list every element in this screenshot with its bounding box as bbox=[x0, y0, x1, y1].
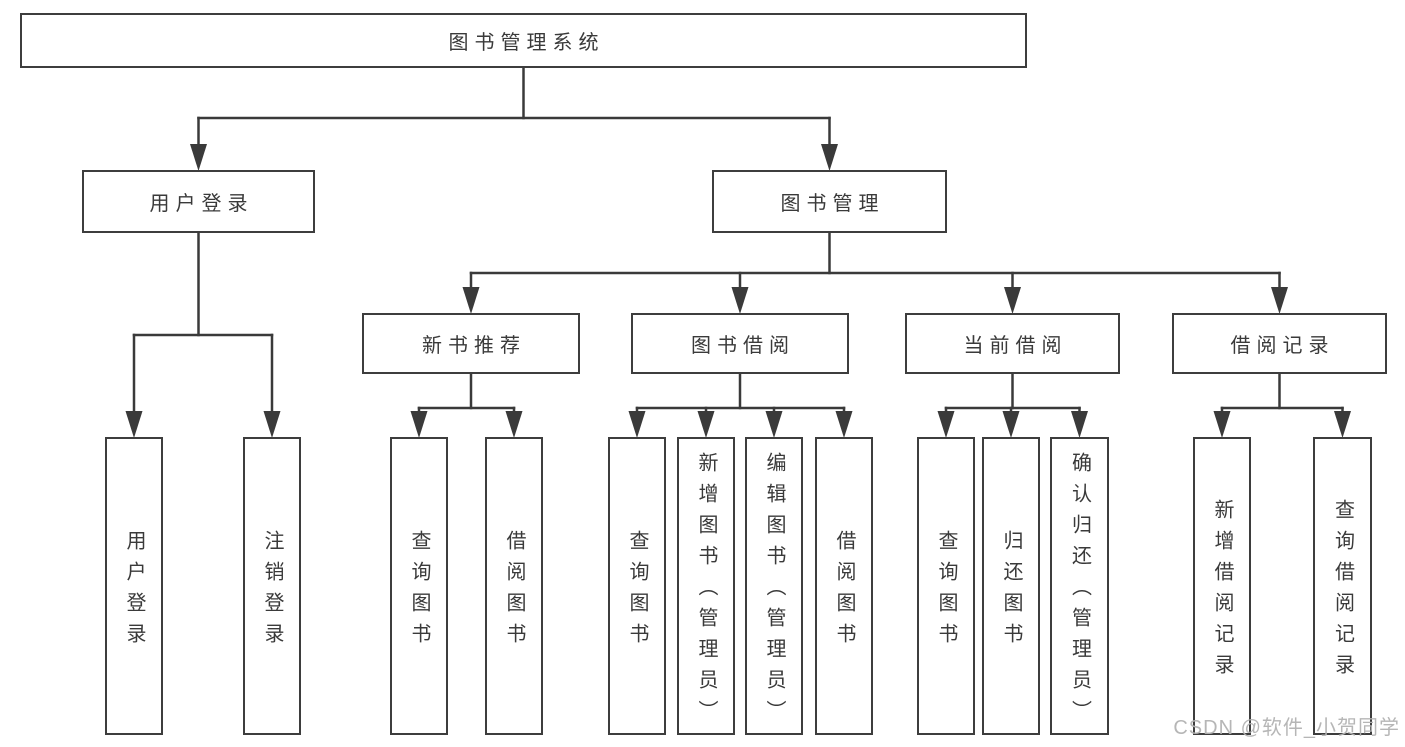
node-label: 查询图书 bbox=[935, 529, 957, 654]
node-leaf-user-login: 用户登录 bbox=[105, 437, 163, 735]
node-label: 用户登录 bbox=[123, 529, 145, 654]
node-leaf-confirm-return-admin: 确认归还（管理员） bbox=[1050, 437, 1109, 735]
node-label: 查询图书 bbox=[408, 529, 430, 654]
node-label: 查询图书 bbox=[626, 529, 648, 654]
node-label: 归还图书 bbox=[1000, 529, 1022, 654]
node-label: 新书推荐 bbox=[422, 335, 526, 357]
node-label: 用户登录 bbox=[149, 193, 254, 215]
node-label: 借阅记录 bbox=[1230, 335, 1335, 357]
node-label: 当前借阅 bbox=[963, 335, 1068, 357]
node-book-management: 图书管理 bbox=[712, 170, 947, 233]
node-label: 查询借阅记录 bbox=[1331, 498, 1354, 685]
node-leaf-logout: 注销登录 bbox=[243, 437, 301, 735]
node-label: 确认归还（管理员） bbox=[1068, 452, 1091, 731]
node-leaf-add-borrow-record: 新增借阅记录 bbox=[1193, 437, 1251, 735]
node-leaf-borrow-books-new-book: 借阅图书 bbox=[485, 437, 543, 735]
node-leaf-add-books-admin: 新增图书（管理员） bbox=[677, 437, 735, 735]
node-leaf-borrow-books-book-borrow: 借阅图书 bbox=[815, 437, 873, 735]
node-new-book-recommendation: 新书推荐 bbox=[362, 313, 580, 374]
node-user-login: 用户登录 bbox=[82, 170, 315, 233]
node-leaf-return-books: 归还图书 bbox=[982, 437, 1040, 735]
node-label: 图书借阅 bbox=[691, 335, 795, 357]
node-leaf-query-books-new-book: 查询图书 bbox=[390, 437, 448, 735]
node-leaf-edit-books-admin: 编辑图书（管理员） bbox=[745, 437, 803, 735]
node-library-management-system: 图书管理系统 bbox=[20, 13, 1027, 68]
node-leaf-query-borrow-record: 查询借阅记录 bbox=[1313, 437, 1372, 735]
node-leaf-query-books-current-borrow: 查询图书 bbox=[917, 437, 975, 735]
node-label: 借阅图书 bbox=[833, 529, 855, 654]
node-leaf-query-books-book-borrow: 查询图书 bbox=[608, 437, 666, 735]
node-current-borrowing: 当前借阅 bbox=[905, 313, 1120, 374]
node-label: 图书管理系统 bbox=[448, 32, 605, 54]
node-label: 注销登录 bbox=[261, 529, 283, 654]
node-label: 新增借阅记录 bbox=[1211, 498, 1233, 685]
node-label: 借阅图书 bbox=[503, 529, 525, 654]
node-borrowing-records: 借阅记录 bbox=[1172, 313, 1387, 374]
node-label: 图书管理 bbox=[780, 193, 885, 215]
node-label: 新增图书（管理员） bbox=[695, 452, 717, 731]
node-book-borrowing: 图书借阅 bbox=[631, 313, 849, 374]
node-label: 编辑图书（管理员） bbox=[763, 452, 785, 731]
